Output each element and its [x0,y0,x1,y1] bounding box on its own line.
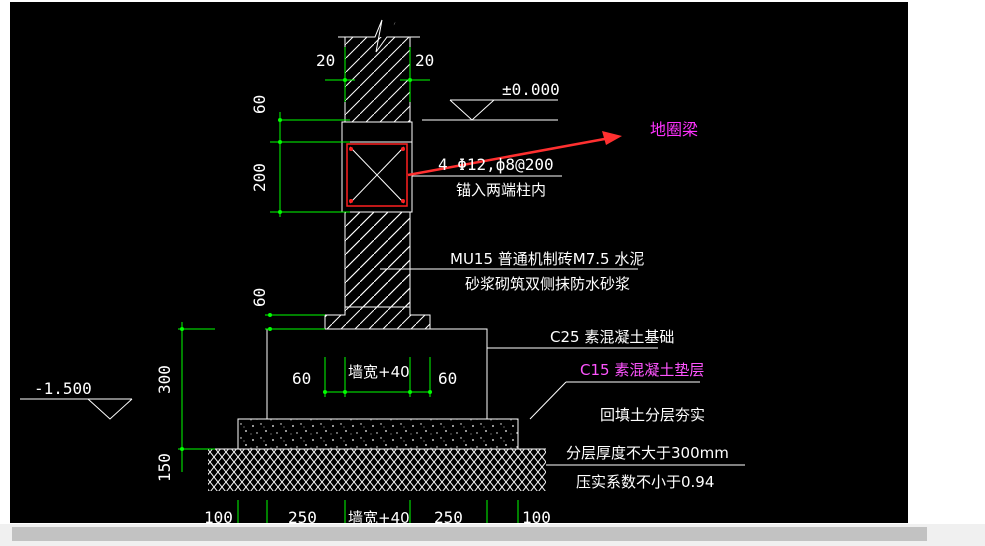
cushion-spec: C15 素混凝土垫层 [580,361,704,379]
annotation-arrow [407,131,622,177]
bottom-100-left: 100 [204,508,233,523]
ring-beam [341,121,413,308]
rebar-spec: 4 Φ12,ф8@200 [438,155,554,174]
brick-spec-line2: 砂浆砌筑双侧抹防水砂浆 [465,275,630,293]
dim-60-mid: 60 [250,288,269,307]
bottom-250-left: 250 [288,508,317,523]
dim-60-top: 60 [250,95,269,114]
elevation-marker-bottom [20,398,133,420]
horizontal-scrollbar-thumb[interactable] [12,527,927,541]
dim-150: 150 [155,453,174,482]
elevation-marker-top [422,99,558,121]
dim-wall-right: 20 [415,51,434,70]
wall-width-plus: 墙宽+40 [348,363,410,381]
backfill-line2: 分层厚度不大于300mm [566,444,729,462]
ring-beam-annotation: 地圈梁 [650,120,698,139]
dim-wall-left: 20 [316,51,335,70]
bottom-250-right: 250 [434,508,463,523]
footing-spec: C25 素混凝土基础 [550,328,674,346]
anchor-note: 锚入两端柱内 [456,181,546,199]
dimension-ticks [180,78,432,451]
dim-200: 200 [250,163,269,192]
backfill-line3: 压实系数不小于0.94 [576,473,714,491]
footing [208,306,546,491]
foundation-section-drawing: 20 20 ±0.000 60 200 4 Φ12,ф8@200 锚入两端柱内 … [20,19,745,523]
bottom-100-right: 100 [522,508,551,523]
leader-lines [380,175,745,466]
elevation-top: ±0.000 [502,80,560,99]
elevation-bottom: -1.500 [34,379,92,398]
brick-spec-line1: MU15 普通机制砖M7.5 水泥 [450,250,644,268]
dim-300: 300 [155,365,174,394]
dim-60-right: 60 [438,369,457,388]
dimension-lines [178,47,519,523]
bottom-wall-plus: 墙宽+40 [348,509,410,523]
drawing-canvas[interactable]: 20 20 ±0.000 60 200 4 Φ12,ф8@200 锚入两端柱内 … [10,2,908,523]
backfill-line1: 回填土分层夯实 [600,406,705,424]
dim-60-left: 60 [292,369,311,388]
